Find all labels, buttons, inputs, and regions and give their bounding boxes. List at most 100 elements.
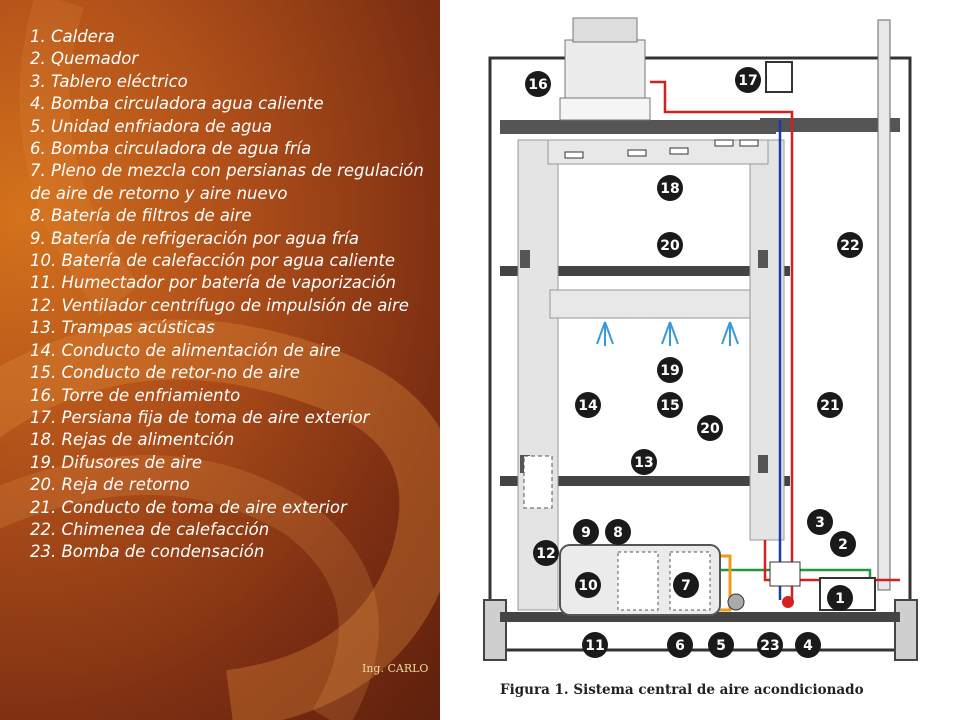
- legend-item: 11. Humectador por batería de vaporizaci…: [30, 273, 397, 293]
- marker-19: 19: [657, 357, 683, 383]
- left-footing: [483, 599, 507, 661]
- air-diffusers: [596, 321, 739, 346]
- marker-5: 5: [708, 632, 734, 658]
- outdoor-air-louver: [765, 61, 793, 93]
- legend-item: 18. Rejas de alimentción: [30, 430, 235, 450]
- marker-8: 8: [605, 519, 631, 545]
- marker-label: 4: [803, 638, 813, 654]
- chimney: [877, 19, 891, 591]
- marker-21: 21: [817, 392, 843, 418]
- marker-label: 15: [660, 398, 679, 414]
- marker-label: 3: [815, 515, 825, 531]
- legend-item: 8. Batería de filtros de aire: [30, 206, 252, 226]
- legend-item: 17. Persiana fija de toma de aire exteri…: [30, 407, 370, 427]
- chiller-pump: [727, 593, 745, 611]
- marker-20: 20: [697, 415, 723, 441]
- marker-label: 19: [660, 363, 679, 379]
- building-outline: [488, 56, 912, 652]
- marker-18: 18: [657, 175, 683, 201]
- marker-7: 7: [673, 572, 699, 598]
- background-swirl-decoration: [0, 0, 440, 720]
- legend-item: 10. Batería de calefacción por agua cali…: [30, 251, 396, 271]
- marker-label: 13: [634, 455, 653, 471]
- marker-label: 1: [835, 591, 845, 607]
- condensate-pump: [782, 596, 794, 608]
- legend-item: 16. Torre de enfriamiento: [30, 385, 241, 405]
- electrical-panel: [769, 561, 801, 587]
- marker-13: 13: [631, 449, 657, 475]
- marker-label: 22: [840, 238, 859, 254]
- legend-item: 9. Batería de refrigeración por agua frí…: [30, 228, 360, 248]
- supply-grilles: [564, 139, 759, 159]
- ground-slab: [500, 612, 900, 622]
- return-grille-right: [758, 250, 768, 268]
- marker-1: 1: [827, 585, 853, 611]
- floor-slab-lower: [500, 476, 790, 486]
- marker-label: 8: [613, 525, 623, 541]
- legend-item: 20. Reja de retorno: [30, 475, 190, 495]
- right-footing: [894, 599, 918, 661]
- marker-label: 7: [681, 578, 691, 594]
- marker-22: 22: [837, 232, 863, 258]
- marker-3: 3: [807, 509, 833, 535]
- legend-item: 19. Difusores de aire: [30, 452, 203, 472]
- cooling-tower: [559, 17, 651, 121]
- marker-20: 20: [657, 232, 683, 258]
- marker-14: 14: [575, 392, 601, 418]
- floor-slab-upper: [500, 266, 790, 276]
- marker-17: 17: [735, 67, 761, 93]
- figure-caption: Figura 1. Sistema central de aire acondi…: [500, 682, 864, 698]
- legend-item: 6. Bomba circuladora de agua fría: [30, 139, 312, 159]
- legend-item: 3. Tablero eléctrico: [30, 71, 188, 91]
- hot-water-pipe: [650, 80, 794, 600]
- marker-23: 23: [757, 632, 783, 658]
- marker-label: 12: [536, 546, 555, 562]
- legend-item: 22. Chimenea de calefacción: [30, 519, 270, 539]
- marker-label: 21: [820, 398, 839, 414]
- marker-15: 15: [657, 392, 683, 418]
- filter-bank: [617, 551, 659, 611]
- supply-duct-shaft: [517, 139, 559, 611]
- marker-label: 6: [675, 638, 685, 654]
- marker-label: 11: [585, 638, 604, 654]
- legend-item: 1. Caldera: [30, 27, 115, 46]
- marker-4: 4: [795, 632, 821, 658]
- marker-16: 16: [525, 71, 551, 97]
- marker-label: 2: [838, 537, 848, 553]
- marker-label: 16: [528, 77, 547, 93]
- marker-12: 12: [533, 540, 559, 566]
- legend-item: 5. Unidad enfriadora de agua: [30, 116, 273, 136]
- marker-10: 10: [575, 572, 601, 598]
- middle-supply-duct: [549, 289, 751, 319]
- return-duct-shaft: [749, 139, 785, 541]
- marker-label: 9: [581, 525, 591, 541]
- legend-item: 15. Conducto de retor-no de aire: [30, 363, 300, 383]
- roof-slab: [500, 120, 776, 134]
- legend-item: 23. Bomba de condensación: [30, 542, 265, 562]
- legend-item: 12. Ventilador centrífugo de impulsión d…: [30, 295, 409, 315]
- legend-item: 14. Conducto de alimentación de aire: [30, 340, 341, 360]
- marker-11: 11: [582, 632, 608, 658]
- legend-item: 7. Pleno de mezcla con persianas de regu…: [30, 161, 424, 203]
- acoustic-trap: [523, 455, 553, 509]
- return-grille-left: [520, 250, 530, 268]
- legend-item: 2. Quemador: [30, 49, 139, 69]
- footer-credit: Ing. CARLO: [362, 662, 429, 675]
- marker-label: 10: [578, 578, 598, 594]
- marker-6: 6: [667, 632, 693, 658]
- legend-item: 21. Conducto de toma de aire exterior: [30, 497, 347, 517]
- marker-label: 18: [660, 181, 679, 197]
- marker-2: 2: [830, 531, 856, 557]
- marker-9: 9: [573, 519, 599, 545]
- legend-item: 13. Trampas acústicas: [30, 318, 215, 338]
- marker-label: 20: [660, 238, 680, 254]
- marker-label: 5: [716, 638, 726, 654]
- marker-label: 17: [738, 73, 757, 89]
- marker-label: 14: [578, 398, 598, 414]
- return-grille-right-lower: [758, 455, 768, 473]
